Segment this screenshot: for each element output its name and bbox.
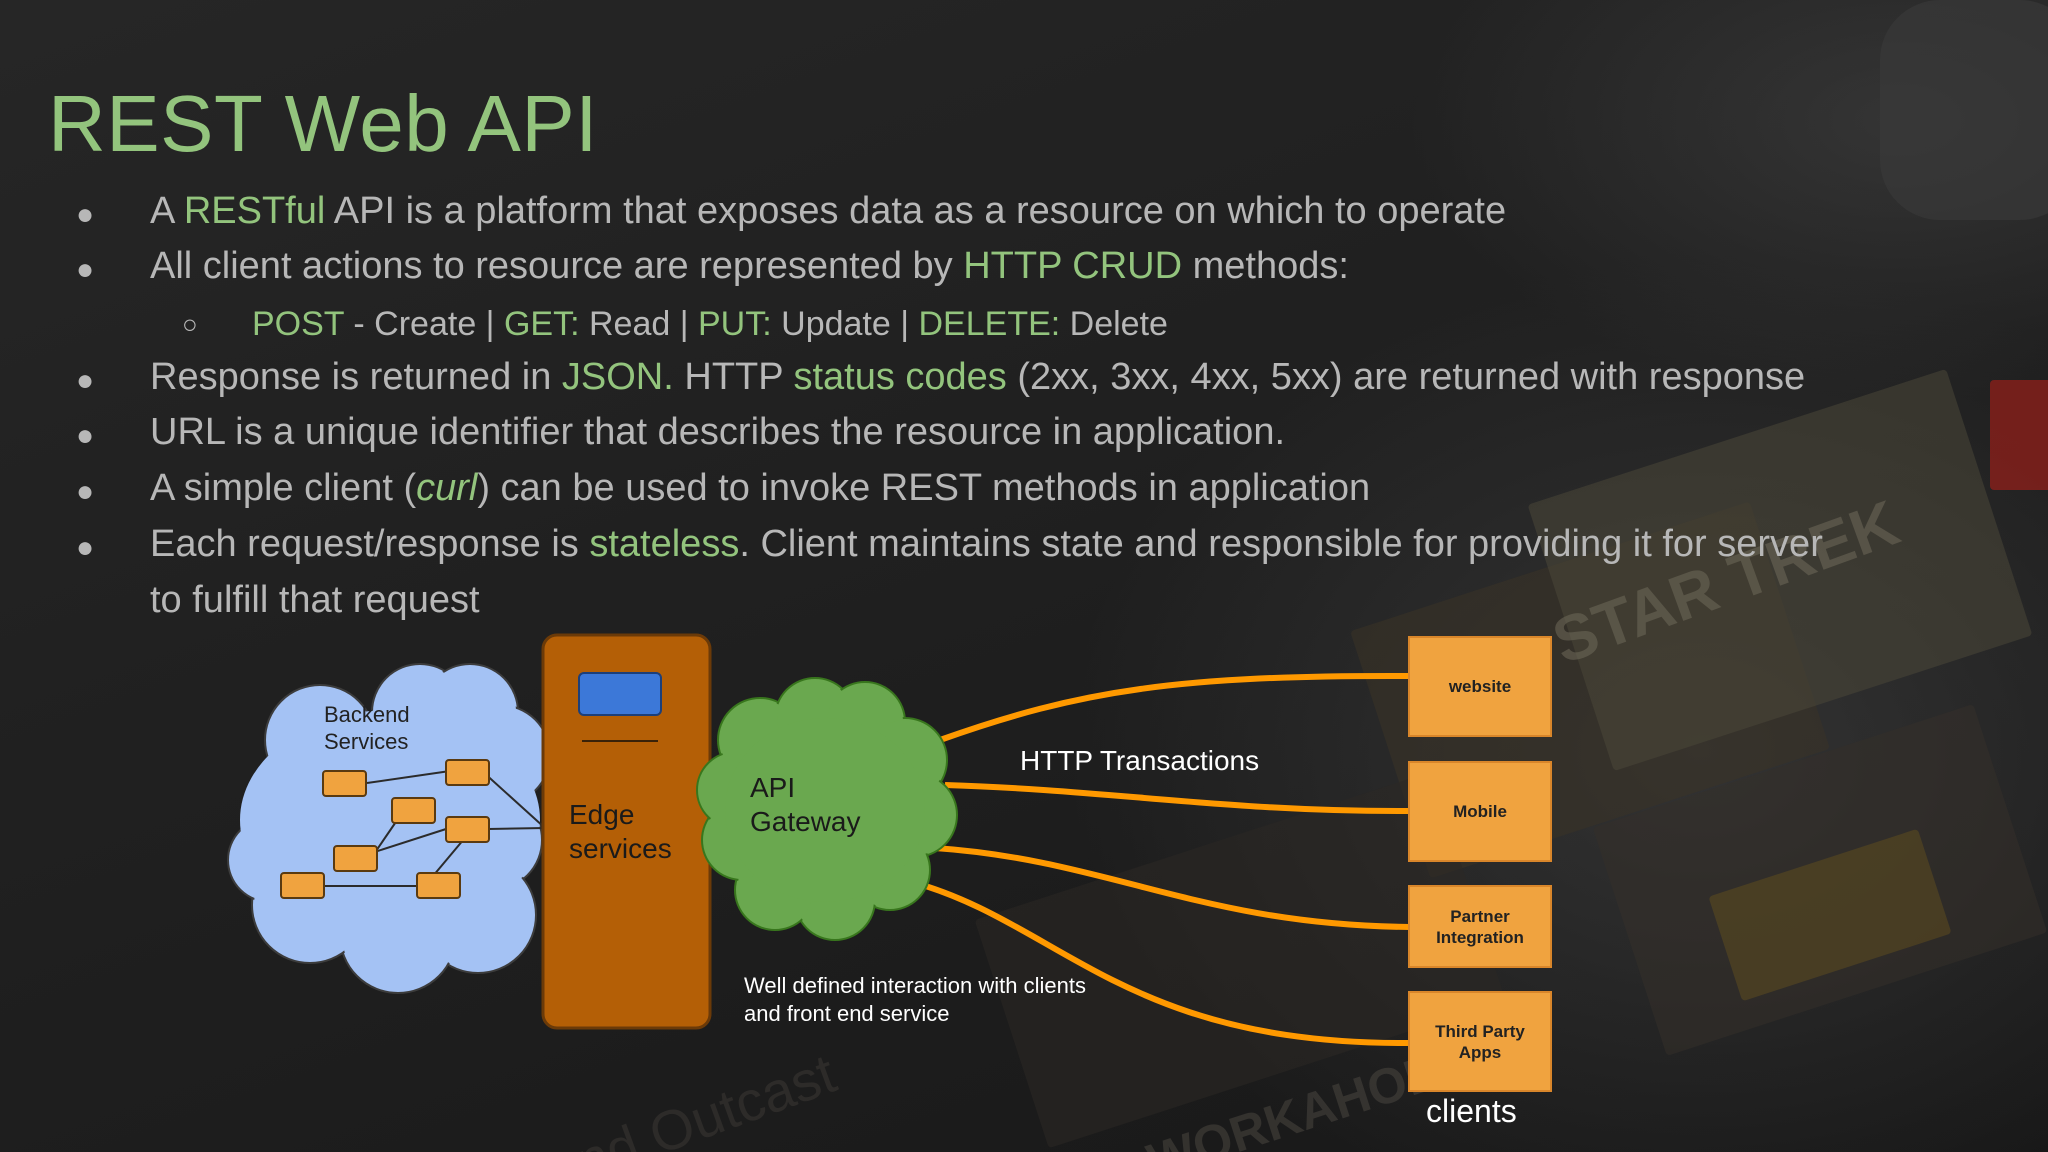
bullet-marker: ● — [76, 531, 95, 564]
bullet-text: Each request/response is — [150, 523, 590, 565]
http-transactions-label: HTTP Transactions — [1020, 745, 1260, 776]
service-node — [416, 872, 461, 899]
bullet-text: All client actions to resource are repre… — [150, 245, 964, 287]
highlighted-term: POST — [252, 305, 344, 343]
highlighted-term: PUT: — [698, 305, 772, 343]
backend-nodes — [280, 759, 490, 899]
slide-title: REST Web API — [48, 79, 598, 168]
highlighted-term: DELETE: — [918, 305, 1061, 343]
client-mobile-label: Mobile — [1453, 802, 1507, 821]
api-gateway-label: API Gateway — [750, 771, 861, 839]
edge-label-line: Edge — [569, 799, 635, 830]
edge-screen-icon — [578, 672, 662, 716]
bullet-text: Delete — [1060, 305, 1168, 343]
bullet-marker: ● — [76, 198, 95, 231]
bullet-item: URL is a unique identifier that describe… — [150, 411, 1285, 454]
highlighted-term: HTTP CRUD — [963, 245, 1183, 287]
client-mobile: Mobile — [1408, 761, 1552, 862]
highlighted-term: RESTful — [183, 190, 326, 232]
backend-services-label: Backend Services — [324, 701, 410, 755]
connector-mobile — [944, 782, 1411, 815]
bullet-item: Each request/response is stateless. Clie… — [150, 523, 1823, 566]
client-website: website — [1408, 636, 1552, 737]
highlighted-term: curl — [416, 467, 478, 509]
connector-partner — [934, 845, 1411, 930]
highlighted-term: stateless — [589, 523, 740, 565]
connector-website — [938, 672, 1411, 743]
service-node — [280, 872, 325, 899]
bullet-marker: ● — [76, 364, 95, 397]
interaction-note-line: Well defined interaction with clients — [744, 973, 1086, 998]
bullet-item: All client actions to resource are repre… — [150, 245, 1349, 288]
bullet-marker: ● — [76, 475, 95, 508]
bullet-text: URL is a unique identifier that describe… — [150, 411, 1286, 453]
background-figure — [1880, 0, 2048, 220]
gateway-label-line: API — [750, 772, 796, 803]
highlighted-term: GET: — [503, 305, 580, 343]
client-website-label: website — [1448, 677, 1512, 696]
interaction-note: Well defined interaction with clients an… — [744, 972, 1086, 1028]
service-node — [333, 845, 378, 872]
background-poster-red — [1990, 380, 2048, 490]
bullet-text: Update | — [771, 305, 919, 343]
gateway-label-line: Gateway — [750, 806, 861, 837]
api-gateway-cloud — [696, 677, 958, 941]
bullet-text: - Create | — [343, 305, 504, 343]
edge-services-label: Edge services — [569, 798, 672, 866]
sub-bullet-item: POST - Create | GET: Read | PUT: Update … — [252, 305, 1168, 344]
service-node — [391, 797, 436, 824]
highlighted-term: status codes — [793, 356, 1007, 398]
bullet-text: methods: — [1182, 245, 1349, 287]
edge-label-line: services — [569, 833, 672, 864]
sub-bullet-marker: ○ — [182, 309, 198, 339]
connector-third-party — [904, 877, 1411, 1047]
bullet-text: ) can be used to invoke REST methods in … — [477, 467, 1371, 509]
bullet-text: API is a platform that exposes data as a… — [325, 190, 1507, 232]
bullet-text: A — [150, 190, 184, 232]
bullet-text: . Client maintains state and responsible… — [739, 523, 1823, 565]
bullet-item: A simple client (curl) can be used to in… — [150, 467, 1370, 510]
bullet-marker: ● — [76, 253, 95, 286]
highlighted-term: JSON. — [561, 356, 674, 398]
bullet-text: Response is returned in — [150, 356, 562, 398]
bullet-marker: ● — [76, 419, 95, 452]
bullet-text: (2xx, 3xx, 4xx, 5xx) are returned with r… — [1006, 356, 1806, 398]
service-node — [445, 816, 490, 843]
bullet-text: HTTP — [673, 356, 794, 398]
interaction-note-line: and front end service — [744, 1001, 950, 1026]
service-node — [445, 759, 490, 786]
backend-label-line: Services — [324, 729, 409, 754]
bullet-text: A simple client ( — [150, 467, 417, 509]
bullet-text: Read | — [579, 305, 698, 343]
backend-label-line: Backend — [324, 702, 410, 727]
bullet-item: Response is returned in JSON. HTTP statu… — [150, 356, 1805, 399]
service-node — [322, 770, 367, 797]
bullet-item: A RESTful API is a platform that exposes… — [150, 190, 1506, 233]
clients-caption: clients — [1426, 1093, 1517, 1129]
bullet-continuation: to fulfill that request — [150, 579, 480, 621]
